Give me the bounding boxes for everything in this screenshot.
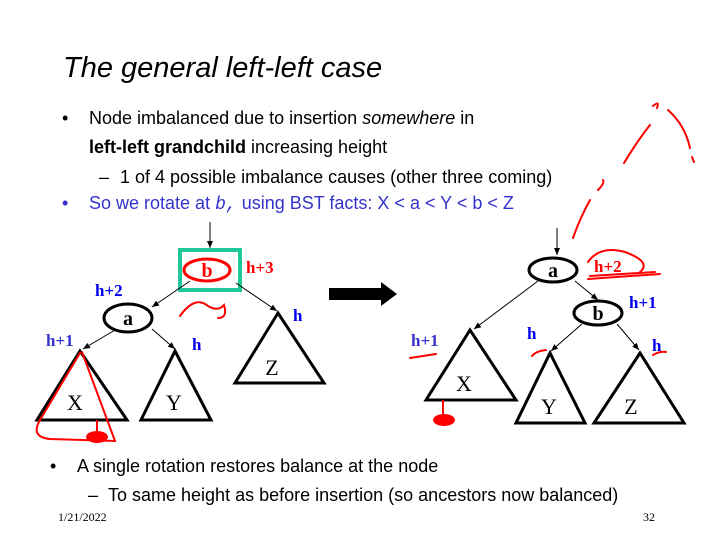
- height-label: h+2: [594, 257, 622, 276]
- slide-title: The general left-left case: [63, 52, 383, 84]
- height-label: h+1: [411, 331, 439, 350]
- ink-annotations: [35, 102, 695, 443]
- node-label: a: [548, 260, 558, 282]
- subtree-y: [513, 349, 588, 425]
- height-label: h+3: [246, 258, 274, 277]
- left-tree: b a X Y Z h+3 h+2 h+1 h h: [34, 222, 327, 443]
- ink-stroke: [409, 349, 667, 359]
- text: using BST facts: X < a < Y < b < Z: [236, 193, 514, 213]
- bullet-2: So we rotate at b, using BST facts: X < …: [89, 193, 514, 215]
- dash-marker: –: [88, 485, 99, 505]
- code-text: b,: [215, 195, 237, 215]
- subtree-z: [232, 310, 327, 385]
- dash-marker: –: [99, 167, 110, 187]
- height-label: h+1: [629, 293, 657, 312]
- sub-bullet-3: To same height as before insertion (so a…: [108, 485, 619, 505]
- highlight-box: [178, 248, 242, 292]
- edge: [574, 280, 599, 301]
- footer-date: 1/21/2022: [58, 510, 107, 524]
- ink-stroke: [35, 351, 117, 443]
- emphasis: somewhere: [362, 108, 456, 128]
- subtree-label: Y: [166, 390, 182, 415]
- height-label: h: [652, 336, 662, 355]
- node-label: b: [201, 260, 212, 282]
- bullet-marker: •: [62, 193, 69, 213]
- node-a: [102, 302, 154, 334]
- node-a: [527, 256, 579, 284]
- ink-stroke: [587, 249, 661, 280]
- subtree-label: Z: [624, 394, 637, 419]
- edge: [550, 323, 583, 352]
- edge: [473, 280, 539, 330]
- ink-stroke: [179, 301, 227, 319]
- bullet-marker: •: [62, 108, 69, 128]
- subtree-label: X: [456, 371, 472, 396]
- bullet-marker: •: [50, 456, 57, 476]
- transform-arrow-icon: [329, 282, 397, 306]
- subtree-label: Y: [541, 394, 557, 419]
- right-tree: a b X Y Z h+2 h+1 h+1 h h: [411, 228, 687, 426]
- node-b: [182, 257, 232, 283]
- inserted-node: [433, 414, 455, 426]
- text: increasing height: [246, 137, 388, 157]
- bullet-3: A single rotation restores balance at th…: [77, 456, 439, 476]
- subtree-x: [423, 327, 519, 402]
- height-label: h+2: [95, 281, 123, 300]
- edge: [151, 280, 191, 308]
- ink-stroke: [572, 102, 695, 239]
- edge: [616, 323, 640, 351]
- text: Node imbalanced due to insertion: [89, 108, 363, 128]
- subtree-z: [591, 350, 687, 425]
- edge: [235, 282, 278, 312]
- node-label: a: [123, 308, 133, 330]
- bold-text: left-left grandchild: [89, 137, 246, 157]
- subtree-label: X: [67, 390, 83, 415]
- height-label: h: [293, 306, 303, 325]
- node-label: b: [592, 303, 603, 325]
- subtree-x: [34, 348, 130, 422]
- page-number: 32: [643, 510, 655, 524]
- node-b: [572, 299, 624, 327]
- height-label: h: [527, 324, 537, 343]
- height-label: h+1: [46, 331, 74, 350]
- height-label: h: [192, 335, 202, 354]
- text: So we rotate at: [89, 193, 216, 213]
- bullet-1: Node imbalanced due to insertion somewhe…: [89, 108, 474, 129]
- subtree-y: [138, 347, 214, 422]
- edge: [82, 329, 116, 350]
- edge: [151, 328, 176, 350]
- text: in: [455, 108, 475, 128]
- subtree-label: Z: [265, 355, 278, 380]
- sub-bullet-1: 1 of 4 possible imbalance causes (other …: [120, 167, 553, 187]
- bullet-1-line-2: left-left grandchild increasing height: [89, 137, 387, 158]
